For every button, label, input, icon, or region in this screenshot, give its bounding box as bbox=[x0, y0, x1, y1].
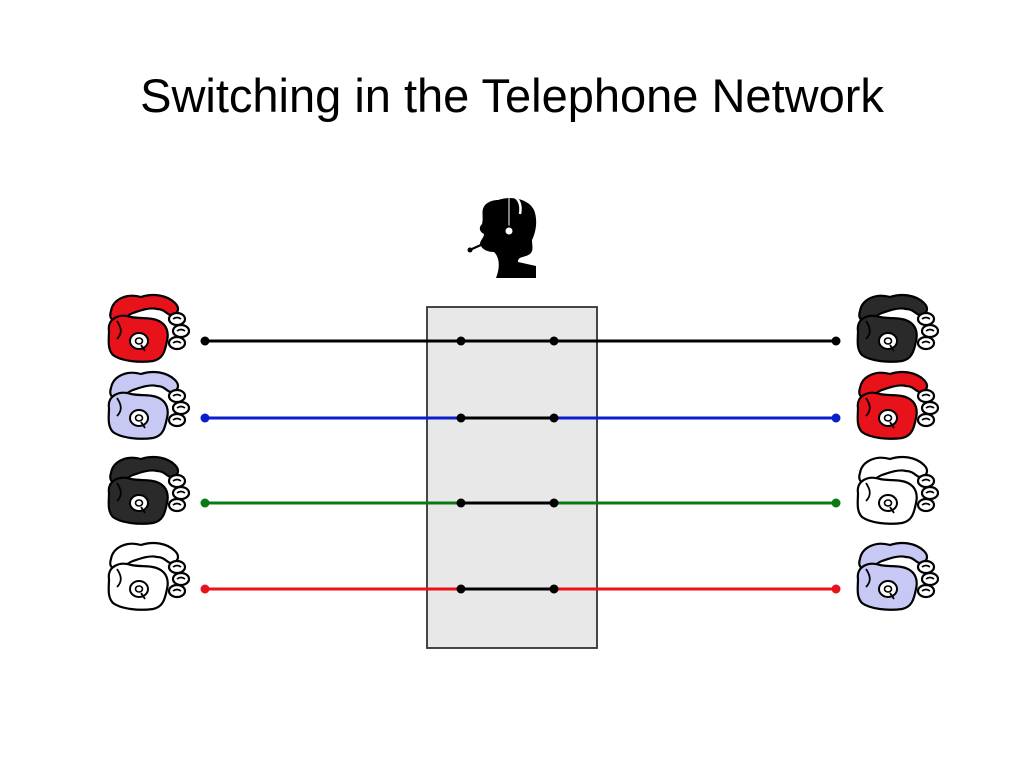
line-1 bbox=[200, 336, 841, 346]
endpoint-left-3 bbox=[200, 498, 210, 508]
endpoint-right-3 bbox=[831, 498, 841, 508]
slide-title: Switching in the Telephone Network bbox=[140, 69, 884, 122]
switch-node-left-2 bbox=[456, 413, 466, 423]
switch-node-left-3 bbox=[456, 498, 466, 508]
line-3 bbox=[200, 498, 841, 508]
telephone-icon-left-3 bbox=[107, 455, 191, 525]
telephone-icon-right-3 bbox=[856, 455, 940, 525]
switch-node-right-2 bbox=[549, 413, 559, 423]
telephone-icon-left-4 bbox=[107, 541, 191, 611]
switch-box bbox=[426, 306, 598, 649]
switch-node-right-4 bbox=[549, 584, 559, 594]
switch-node-right-3 bbox=[549, 498, 559, 508]
endpoint-left-2 bbox=[200, 413, 210, 423]
endpoint-left-1 bbox=[200, 336, 210, 346]
telephone-icon-left-1 bbox=[107, 293, 191, 363]
line-4 bbox=[200, 584, 841, 594]
endpoint-right-2 bbox=[831, 413, 841, 423]
switch-node-left-1 bbox=[456, 336, 466, 346]
telephone-icon-right-2 bbox=[856, 370, 940, 440]
endpoint-left-4 bbox=[200, 584, 210, 594]
switch-node-left-4 bbox=[456, 584, 466, 594]
operator-headset-icon bbox=[467, 194, 537, 278]
endpoint-right-4 bbox=[831, 584, 841, 594]
telephone-icon-left-2 bbox=[107, 370, 191, 440]
line-2 bbox=[200, 413, 841, 423]
switch-node-right-1 bbox=[549, 336, 559, 346]
telephone-icon-right-1 bbox=[856, 293, 940, 363]
line-group bbox=[200, 336, 841, 594]
endpoint-right-1 bbox=[831, 336, 841, 346]
telephone-icon-right-4 bbox=[856, 541, 940, 611]
